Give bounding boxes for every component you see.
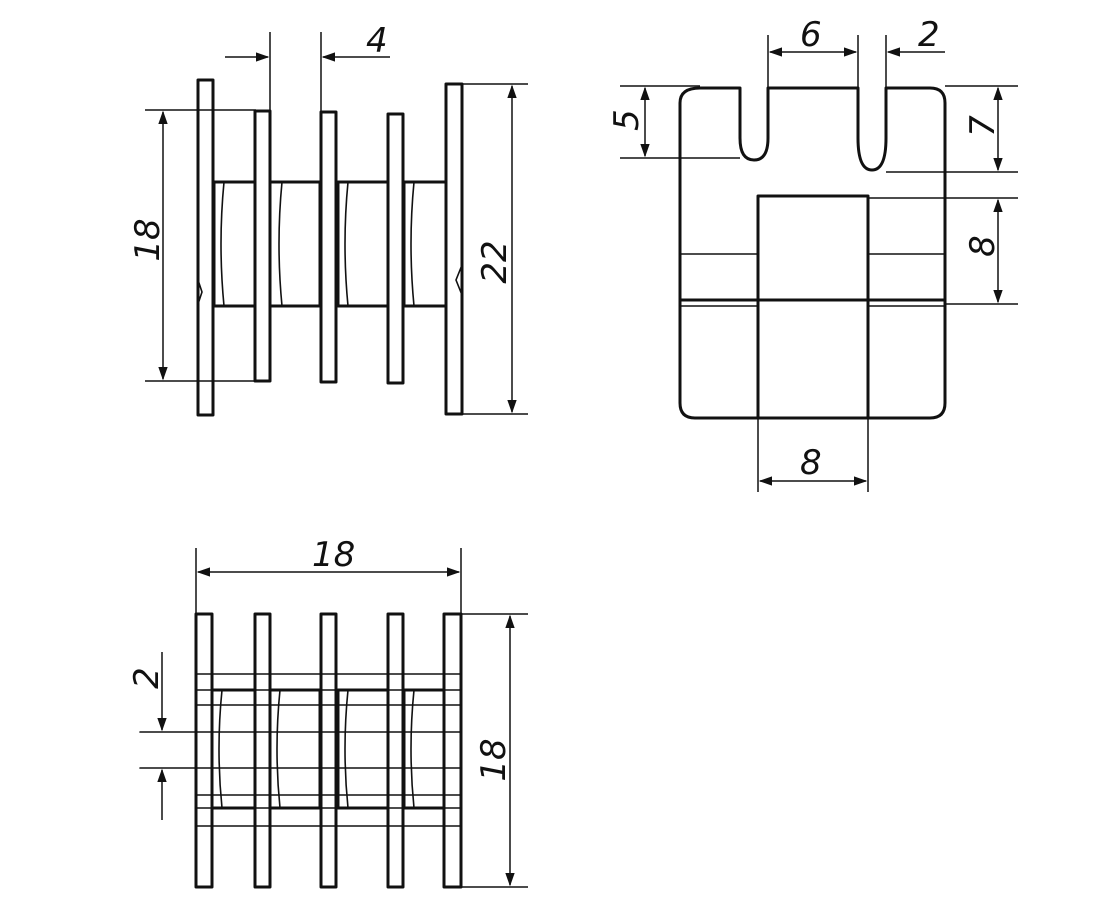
front-view: 4 18 22: [128, 21, 528, 417]
front-view-dim-inner-height: 18: [128, 109, 256, 382]
front-view-fins: [196, 78, 464, 417]
side-view-dim-slot-depth: 5: [607, 85, 740, 159]
side-view-dim-slot-to-edge: 7: [886, 85, 1018, 173]
dim-label-inner-height: 18: [128, 218, 168, 261]
dim-label-slot-width: 2: [918, 15, 940, 55]
dim-label-slot-spacing: 6: [800, 15, 822, 55]
front-view-dim-pitch: 4: [225, 21, 390, 112]
top-view-fins: [194, 612, 463, 889]
top-view-dim-total-width: 18: [195, 535, 462, 614]
side-view-dim-slot-width: 2: [885, 15, 945, 88]
side-view-dim-slot-spacing: 6: [767, 15, 859, 88]
dim-label-gap: 2: [127, 667, 167, 689]
top-view-dim-height: 18: [461, 613, 528, 888]
dim-label-height: 18: [474, 738, 514, 781]
dim-label-pitch: 4: [366, 21, 388, 61]
side-view: 5 6 2 7 8: [607, 15, 1018, 492]
side-view-dim-window-height: 8: [868, 197, 1018, 305]
top-view-dim-gap: 2: [127, 652, 167, 820]
top-view: 18 2 18: [127, 535, 528, 889]
dim-label-slot-to-edge: 7: [963, 115, 1003, 137]
dim-label-window-height: 8: [963, 235, 1003, 257]
side-view-outline: [678, 86, 947, 420]
dim-label-total-height: 22: [475, 240, 515, 283]
dim-label-total-width: 18: [312, 535, 355, 575]
dim-label-slot-depth: 5: [607, 109, 647, 131]
front-view-dim-total-height: 22: [462, 83, 528, 415]
dim-label-window-width: 8: [800, 443, 822, 483]
top-view-ribs: [139, 673, 462, 827]
side-view-dim-window-width: 8: [757, 418, 869, 492]
